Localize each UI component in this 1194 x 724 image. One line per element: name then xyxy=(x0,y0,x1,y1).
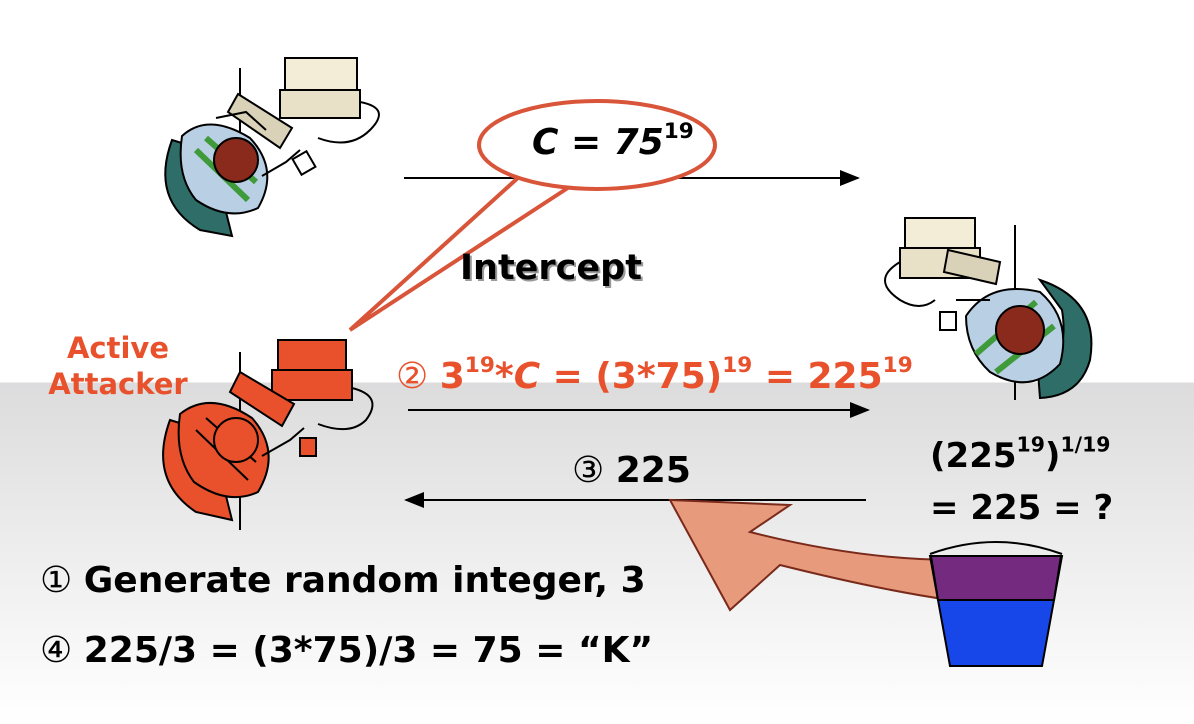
step2-exp-3: 19 xyxy=(882,352,913,378)
step2-number: ② xyxy=(396,356,429,397)
step3-value: 225 xyxy=(615,450,691,491)
step1-label: Generate random integer, 3 xyxy=(83,560,646,601)
bob-calc-line2: = 225 = ? xyxy=(930,488,1114,528)
bob-calc-exp2: 1/19 xyxy=(1060,432,1111,457)
step3-number: ③ xyxy=(572,450,605,491)
attacker-at-computer-icon xyxy=(162,339,374,530)
step3-response: ③ 225 xyxy=(572,450,691,491)
bob-calc-base: (225 xyxy=(930,436,1017,476)
leak-arrow xyxy=(668,498,958,612)
bucket-icon xyxy=(928,541,1064,667)
bob-calc-paren: ) xyxy=(1044,436,1061,476)
attacker-label-line1: Active xyxy=(66,331,169,365)
step1-number: ① xyxy=(40,560,73,601)
intercept-label: Intercept xyxy=(460,248,642,288)
attacker-label-line2: Attacker xyxy=(48,367,188,401)
ciphertext-label: C = 7519 xyxy=(532,118,694,163)
step1-text: ① Generate random integer, 3 xyxy=(40,560,646,601)
bob-at-computer-icon xyxy=(884,217,1093,400)
step2-term-3: 3 xyxy=(439,356,465,397)
bob-calculation: (22519)1/19 = 225 = ? xyxy=(930,430,1113,534)
intercept-callout xyxy=(348,99,717,332)
ciphertext-base: C = 75 xyxy=(532,122,664,163)
step4-text: ④ 225/3 = (3*75)/3 = 75 = “K” xyxy=(40,630,653,671)
alice-at-computer-icon xyxy=(164,57,380,238)
step2-c: C xyxy=(513,356,541,397)
step4-number: ④ xyxy=(40,630,73,671)
attacker-label: Active Attacker xyxy=(38,330,198,402)
step2-times: * xyxy=(494,356,514,397)
step2-product: = (3*75) xyxy=(540,356,723,397)
ciphertext-exponent: 19 xyxy=(663,118,694,144)
step2-exp-1: 19 xyxy=(464,352,495,378)
step2-exp-2: 19 xyxy=(722,352,753,378)
step2-equation: ② 319*C = (3*75)19 = 22519 xyxy=(396,352,913,397)
bob-calc-exp1: 19 xyxy=(1016,432,1045,457)
step2-result: = 225 xyxy=(752,356,883,397)
bob-calc-line1: (22519)1/19 xyxy=(930,430,1113,482)
step4-label: 225/3 = (3*75)/3 = 75 = “K” xyxy=(83,630,654,671)
